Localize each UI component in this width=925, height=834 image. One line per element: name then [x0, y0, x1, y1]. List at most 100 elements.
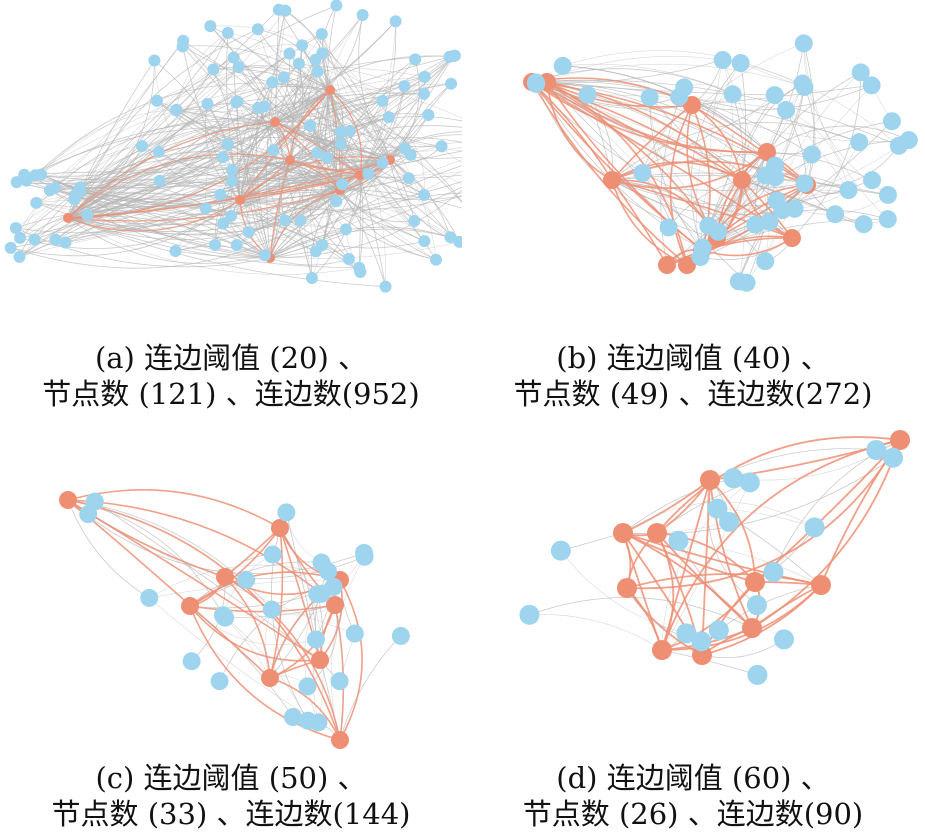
node [899, 131, 918, 150]
edge [210, 25, 276, 123]
edge [661, 482, 751, 651]
hub-node [811, 575, 831, 595]
node [298, 677, 317, 696]
caption-b-line1: (b) 连边阈值 (40) 、 [556, 341, 830, 375]
edge [529, 614, 663, 651]
node [398, 80, 411, 93]
hub-node [678, 256, 696, 274]
edge [298, 63, 437, 260]
edge [546, 81, 709, 226]
edge [626, 573, 822, 589]
edge [766, 125, 909, 153]
edge [274, 53, 291, 123]
edge [389, 83, 452, 161]
node [519, 604, 540, 625]
edge [273, 131, 341, 151]
hub-node [658, 256, 676, 274]
edge [656, 532, 756, 583]
edge [389, 59, 420, 161]
edge [175, 89, 331, 111]
edge [67, 217, 360, 275]
edge [67, 60, 155, 219]
node [708, 620, 729, 641]
edge [189, 527, 281, 607]
node [330, 0, 343, 12]
edge [531, 81, 743, 181]
node [435, 140, 448, 153]
node [795, 174, 814, 193]
edge [388, 116, 425, 195]
edge [678, 540, 822, 586]
node [737, 273, 756, 292]
edge [722, 59, 770, 222]
edge [339, 189, 437, 261]
panel-c: (c) 连边阈值 (50) 、 节点数 (33) 、连边数(144) [0, 420, 462, 834]
edge [330, 556, 365, 741]
edge [257, 29, 369, 175]
node [355, 543, 374, 562]
node [883, 447, 904, 468]
caption-a-line2: 节点数 (121) 、连边数(952) [42, 377, 420, 411]
edge [67, 217, 386, 288]
edge [326, 157, 451, 238]
node [429, 253, 442, 266]
node [298, 711, 317, 730]
node [773, 629, 794, 650]
hub-node [603, 171, 621, 189]
edge [334, 604, 344, 741]
node [422, 108, 435, 121]
node [258, 249, 271, 262]
node [404, 148, 417, 161]
edge [531, 81, 718, 239]
edge [276, 10, 301, 221]
caption-a: (a) 连边阈值 (20) 、 节点数 (121) 、连边数(952) [0, 340, 462, 412]
node [409, 53, 422, 66]
node [74, 181, 87, 194]
panel-d: (d) 连边阈值 (60) 、 节点数 (26) 、连边数(90) [462, 420, 925, 834]
node [221, 26, 234, 39]
node [10, 176, 23, 189]
node [878, 185, 897, 204]
caption-a-line1: (a) 连边阈值 (20) 、 [94, 341, 368, 375]
edge [339, 579, 363, 741]
node [296, 39, 309, 52]
edge [316, 152, 437, 260]
edge [691, 104, 909, 142]
edge [182, 46, 331, 91]
edge [19, 157, 224, 258]
edge [560, 550, 687, 634]
edge [67, 157, 328, 227]
node [292, 57, 305, 70]
edge [622, 479, 711, 534]
node-group [523, 34, 918, 292]
node [640, 88, 659, 107]
edge [304, 594, 319, 723]
edge [239, 59, 416, 201]
edge [149, 597, 319, 723]
node [81, 209, 94, 222]
edge [661, 482, 751, 651]
edge [321, 52, 391, 161]
node [35, 168, 48, 181]
node [362, 167, 375, 180]
node [209, 239, 222, 252]
node [305, 271, 318, 284]
node [747, 664, 768, 685]
edge [67, 499, 341, 741]
edge [176, 83, 462, 119]
edge [156, 64, 405, 101]
node [453, 235, 462, 248]
edge [36, 152, 318, 214]
node [311, 146, 324, 159]
node [418, 70, 431, 83]
node [746, 215, 765, 234]
node [13, 250, 26, 263]
edge [751, 439, 901, 629]
hub-node [235, 195, 245, 205]
node [391, 626, 410, 645]
node [854, 215, 873, 234]
edge [149, 564, 341, 599]
node [312, 553, 331, 572]
node [578, 85, 597, 104]
node [862, 76, 881, 95]
